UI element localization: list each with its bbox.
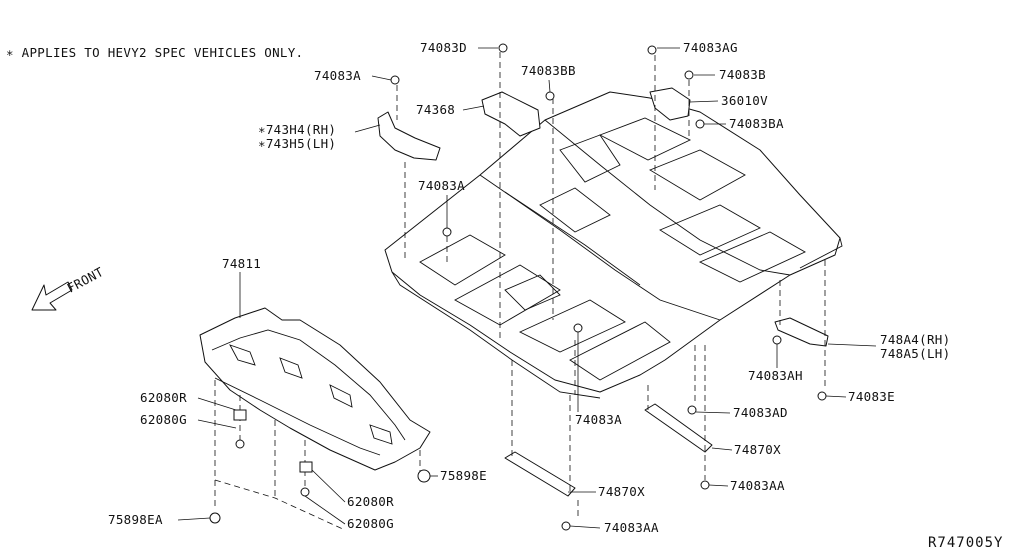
callout-62080r-left: 62080R	[140, 390, 187, 405]
reference-code: R747005Y	[928, 535, 1003, 551]
callout-74811: 74811	[222, 256, 261, 271]
callout-743h4: ∗743H4(RH)	[258, 122, 336, 137]
callout-74870x-center: 74870X	[598, 484, 645, 499]
leader-lines	[177, 47, 877, 529]
callout-748a4: 748A4(RH)	[880, 332, 950, 347]
callout-62080r-low: 62080R	[347, 494, 394, 509]
callout-74083a-mid: 74083A	[418, 178, 465, 193]
callout-74083d: 74083D	[420, 40, 467, 55]
callout-74083ah: 74083AH	[748, 368, 803, 383]
callout-75898e: 75898E	[440, 468, 487, 483]
engine-under-cover	[199, 307, 431, 471]
callout-74083aa-right: 74083AA	[730, 478, 785, 493]
callout-74083a-top: 74083A	[314, 68, 361, 83]
callout-74083ad: 74083AD	[733, 405, 788, 420]
callout-74083bb: 74083BB	[521, 63, 576, 78]
callout-748a5: 748A5(LH)	[880, 346, 950, 361]
callout-74368: 74368	[416, 102, 455, 117]
callout-74870x-right: 74870X	[734, 442, 781, 457]
callout-743h5: ∗743H5(LH)	[258, 136, 336, 151]
fasteners	[209, 43, 827, 531]
callout-62080g-low: 62080G	[347, 516, 394, 531]
floor-panel	[384, 91, 843, 399]
callout-62080g-left: 62080G	[140, 412, 187, 427]
callout-74083aa-low: 74083AA	[604, 520, 659, 535]
spec-note: ∗ APPLIES TO HEVY2 SPEC VEHICLES ONLY.	[6, 45, 303, 60]
callout-74083ag: 74083AG	[683, 40, 738, 55]
callout-74083a-low: 74083A	[575, 412, 622, 427]
brackets	[377, 87, 829, 347]
callout-36010v: 36010V	[721, 93, 768, 108]
front-label: FRONT	[64, 264, 106, 296]
callout-75898ea: 75898EA	[108, 512, 163, 527]
front-arrow-icon	[31, 281, 73, 311]
callout-74083b: 74083B	[719, 67, 766, 82]
callout-74083ba: 74083BA	[729, 116, 784, 131]
callout-74083e: 74083E	[848, 389, 895, 404]
